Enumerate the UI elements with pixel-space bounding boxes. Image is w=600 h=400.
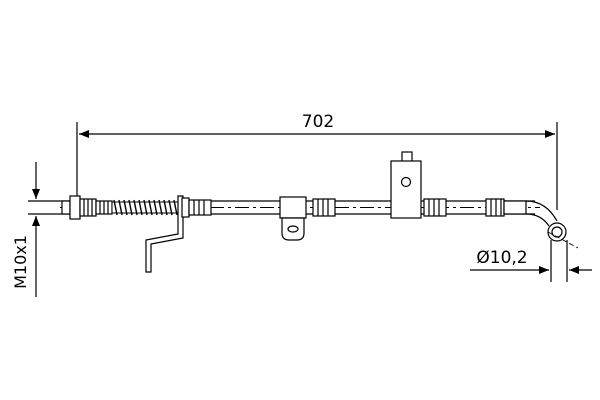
left-bracket	[145, 195, 190, 273]
diameter-label: Ø10,2	[476, 248, 527, 268]
crimp-band-3	[423, 198, 447, 217]
banjo-end	[525, 200, 579, 249]
upper-bracket	[390, 151, 422, 219]
crimp-band-1	[188, 199, 212, 216]
left-fitting	[61, 195, 113, 220]
crimp-band-2	[312, 198, 336, 217]
thread-label: M10x1	[11, 235, 30, 289]
middle-clip	[279, 196, 307, 241]
diameter-dimension	[470, 240, 592, 282]
thread-dimension	[28, 162, 70, 297]
spring-guard	[111, 199, 183, 216]
length-label: 702	[302, 112, 334, 132]
right-fitting	[485, 198, 527, 217]
length-dimension	[76, 122, 558, 210]
